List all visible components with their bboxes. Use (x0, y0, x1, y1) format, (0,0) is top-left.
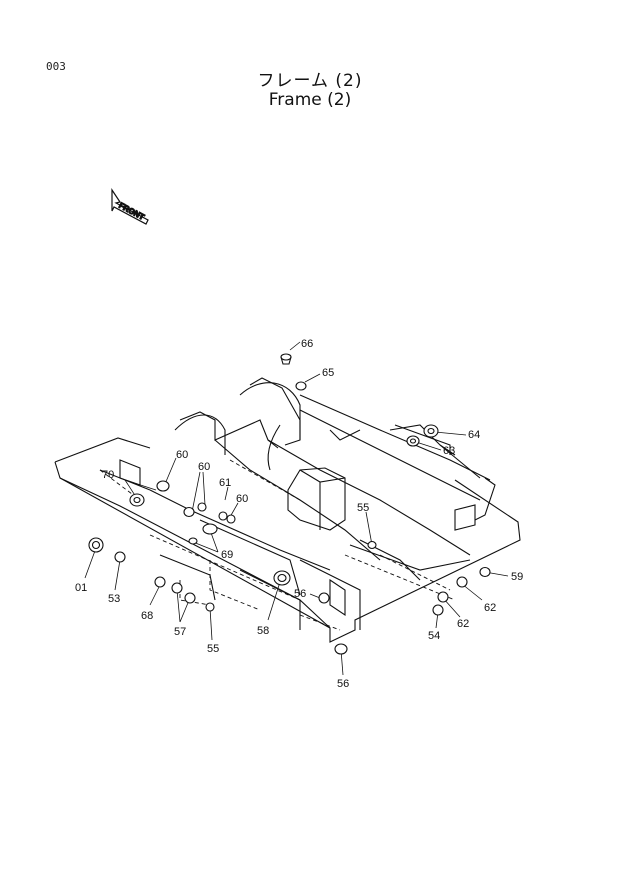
part-53-bushing (114, 551, 126, 563)
part-68-bushing (154, 576, 166, 588)
callout-68: 68 (141, 610, 153, 622)
part-59-bushing (479, 566, 491, 578)
part-66-cap (280, 353, 292, 361)
callout-69: 69 (221, 549, 233, 561)
callout-60-b: 60 (198, 461, 210, 473)
callout-60-a: 60 (176, 449, 188, 461)
callout-57: 57 (174, 626, 186, 638)
part-65-bushing (295, 381, 307, 391)
part-56-bushing-lower (334, 643, 348, 655)
callout-63: 63 (443, 445, 455, 457)
callout-64: 64 (468, 429, 480, 441)
callout-61: 61 (219, 477, 231, 489)
callout-56-lower: 56 (337, 678, 349, 690)
callout-56-upper: 56 (294, 588, 306, 600)
callout-62-b: 62 (457, 618, 469, 630)
part-69-bushing-b (188, 537, 198, 545)
frame-body (54, 377, 521, 643)
callout-62-a: 62 (484, 602, 496, 614)
part-60-bushing-c (197, 502, 207, 512)
part-57-bushing-b (184, 592, 196, 604)
callout-labels: 66 65 64 63 60 60 70 61 60 55 69 59 01 5… (75, 338, 523, 690)
part-69-bushing (202, 523, 218, 535)
part-54-bushing (432, 604, 444, 616)
front-arrow-icon: FRONT (111, 188, 149, 225)
part-60-bushing-b (183, 506, 195, 518)
part-60-bushing-d (226, 514, 236, 524)
part-62-bushing-b (437, 591, 449, 603)
callout-55-lower: 55 (207, 643, 219, 655)
part-55-bushing-upper (367, 540, 377, 550)
page-number: 003 (46, 60, 66, 73)
callout-65: 65 (322, 367, 334, 379)
callout-59: 59 (511, 571, 523, 583)
part-56-bushing-upper (318, 592, 330, 604)
title-japanese: フレーム (2) (257, 71, 363, 91)
title-english: Frame (2) (268, 90, 352, 110)
callout-66: 66 (301, 338, 313, 350)
leader-lines (84, 341, 509, 676)
callout-60-c: 60 (236, 493, 248, 505)
part-57-bushing (171, 582, 183, 594)
callout-55-upper: 55 (357, 502, 369, 514)
part-62-bushing (456, 576, 468, 588)
callout-58: 58 (257, 625, 269, 637)
callout-01: 01 (75, 582, 87, 594)
callout-70: 70 (102, 469, 114, 481)
part-61-bushing (218, 511, 228, 521)
callout-54: 54 (428, 630, 440, 642)
callout-53: 53 (108, 593, 120, 605)
hidden-lines (99, 459, 456, 631)
part-55-bushing-lower (205, 602, 215, 612)
part-bushings (88, 353, 491, 655)
part-60-bushing (156, 480, 170, 492)
